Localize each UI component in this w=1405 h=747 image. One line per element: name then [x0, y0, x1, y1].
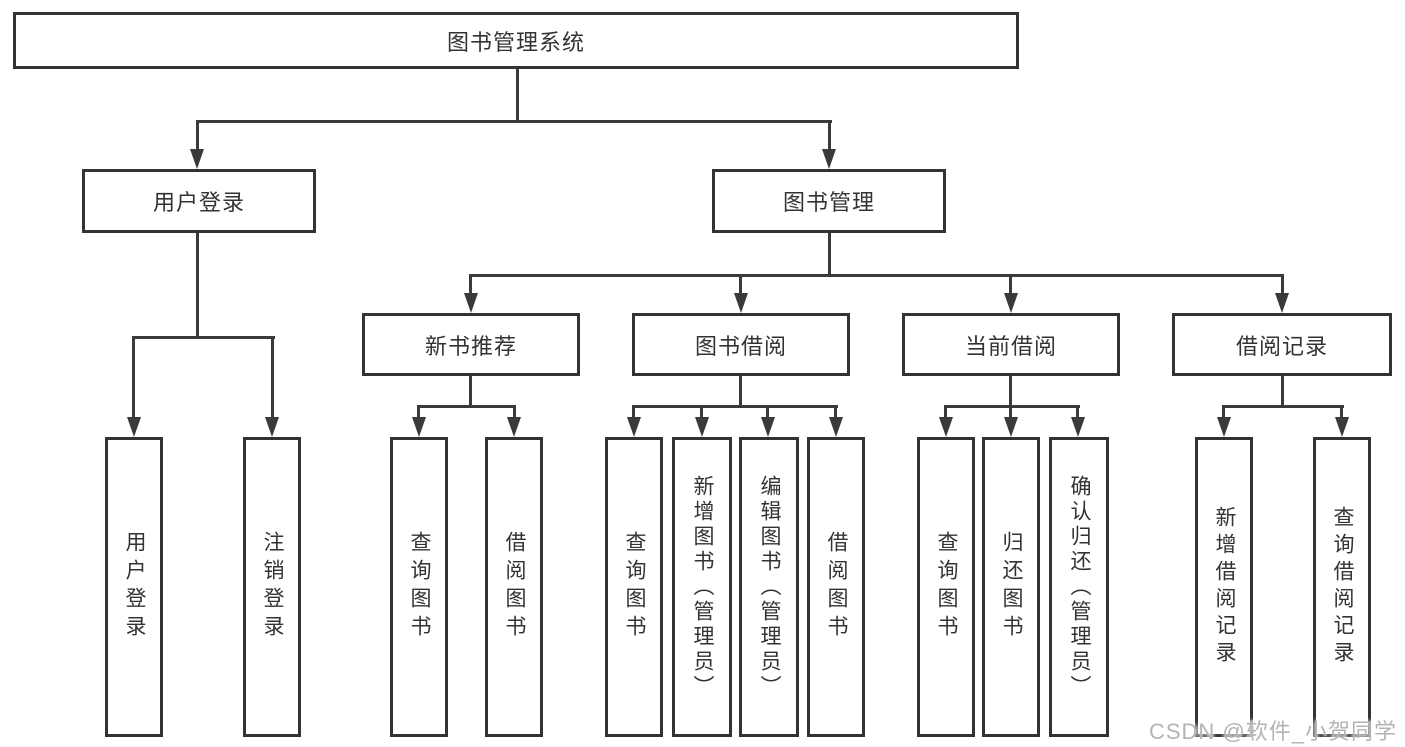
- arrowhead-icon: [190, 149, 204, 169]
- leaf-query-borrow-record: 查询借阅记录: [1313, 437, 1371, 737]
- leaf-user-login: 用户登录: [105, 437, 163, 737]
- connector-current-stem: [1009, 376, 1012, 408]
- arrowhead-icon: [1275, 293, 1289, 313]
- leaf-borrow-books-2: 借阅图书: [807, 437, 865, 737]
- connector-records-bar: [1222, 405, 1344, 408]
- leaf-query-books-borrow: 查询图书: [605, 437, 663, 737]
- arrowhead-icon: [761, 417, 775, 437]
- connector-root-stem: [516, 68, 519, 123]
- connector-userlogin-stem: [196, 233, 199, 339]
- connector-drop: [700, 405, 703, 419]
- leaf-logout: 注销登录: [243, 437, 301, 737]
- connector-drop-borrow: [739, 274, 742, 296]
- connector-drop-user-login: [196, 120, 199, 152]
- connector-drop: [766, 405, 769, 419]
- connector-drop-current: [1009, 274, 1012, 296]
- arrowhead-icon: [627, 417, 641, 437]
- node-book-management: 图书管理: [712, 169, 946, 233]
- connector-borrow-bar: [632, 405, 838, 408]
- arrowhead-icon: [464, 293, 478, 313]
- connector-drop: [834, 405, 837, 419]
- connector-drop-book-management: [828, 120, 831, 152]
- watermark: CSDN @软件_小贺同学: [1148, 719, 1397, 744]
- leaf-edit-book-admin: 编辑图书（管理员）: [739, 437, 799, 737]
- connector-drop-records: [1281, 274, 1284, 296]
- connector-drop: [944, 405, 947, 419]
- arrowhead-icon: [939, 417, 953, 437]
- leaf-query-books-recommend: 查询图书: [390, 437, 448, 737]
- arrowhead-icon: [1004, 417, 1018, 437]
- connector-recommend-stem: [469, 376, 472, 408]
- arrowhead-icon: [1004, 293, 1018, 313]
- arrowhead-icon: [1217, 417, 1231, 437]
- node-current-borrow: 当前借阅: [902, 313, 1120, 376]
- leaf-add-book-admin: 新增图书（管理员）: [672, 437, 732, 737]
- arrowhead-icon: [1071, 417, 1085, 437]
- node-user-login: 用户登录: [82, 169, 316, 233]
- arrowhead-icon: [265, 417, 279, 437]
- arrowhead-icon: [734, 293, 748, 313]
- leaf-add-borrow-record: 新增借阅记录: [1195, 437, 1253, 737]
- node-library-system: 图书管理系统: [13, 12, 1019, 69]
- node-new-book-recommend: 新书推荐: [362, 313, 580, 376]
- connector-drop: [1076, 405, 1079, 419]
- connector-drop-recommend: [469, 274, 472, 296]
- arrowhead-icon: [127, 417, 141, 437]
- arrowhead-icon: [829, 417, 843, 437]
- node-book-borrow: 图书借阅: [632, 313, 850, 376]
- node-borrow-records: 借阅记录: [1172, 313, 1392, 376]
- connector-recommend-bar: [417, 405, 516, 408]
- connector-root-bar: [196, 120, 832, 123]
- leaf-return-book: 归还图书: [982, 437, 1040, 737]
- arrowhead-icon: [507, 417, 521, 437]
- connector-borrow-stem: [739, 376, 742, 408]
- connector-drop-leaf-login: [132, 336, 135, 421]
- connector-drop: [1340, 405, 1343, 419]
- connector-drop: [417, 405, 420, 419]
- connector-drop: [513, 405, 516, 419]
- connector-drop: [632, 405, 635, 419]
- arrowhead-icon: [822, 149, 836, 169]
- leaf-borrow-books-recommend: 借阅图书: [485, 437, 543, 737]
- arrowhead-icon: [1335, 417, 1349, 437]
- leaf-confirm-return-admin: 确认归还（管理员）: [1049, 437, 1109, 737]
- connector-current-bar: [944, 405, 1080, 408]
- leaf-query-books-current: 查询图书: [917, 437, 975, 737]
- connector-records-stem: [1281, 376, 1284, 408]
- connector-drop: [1222, 405, 1225, 419]
- connector-drop-leaf-logout: [271, 336, 274, 421]
- connector-bookmgmt-bar: [469, 274, 1284, 277]
- connector-drop: [1009, 405, 1012, 419]
- connector-userlogin-bar: [132, 336, 275, 339]
- arrowhead-icon: [695, 417, 709, 437]
- connector-bookmgmt-stem: [828, 233, 831, 277]
- arrowhead-icon: [412, 417, 426, 437]
